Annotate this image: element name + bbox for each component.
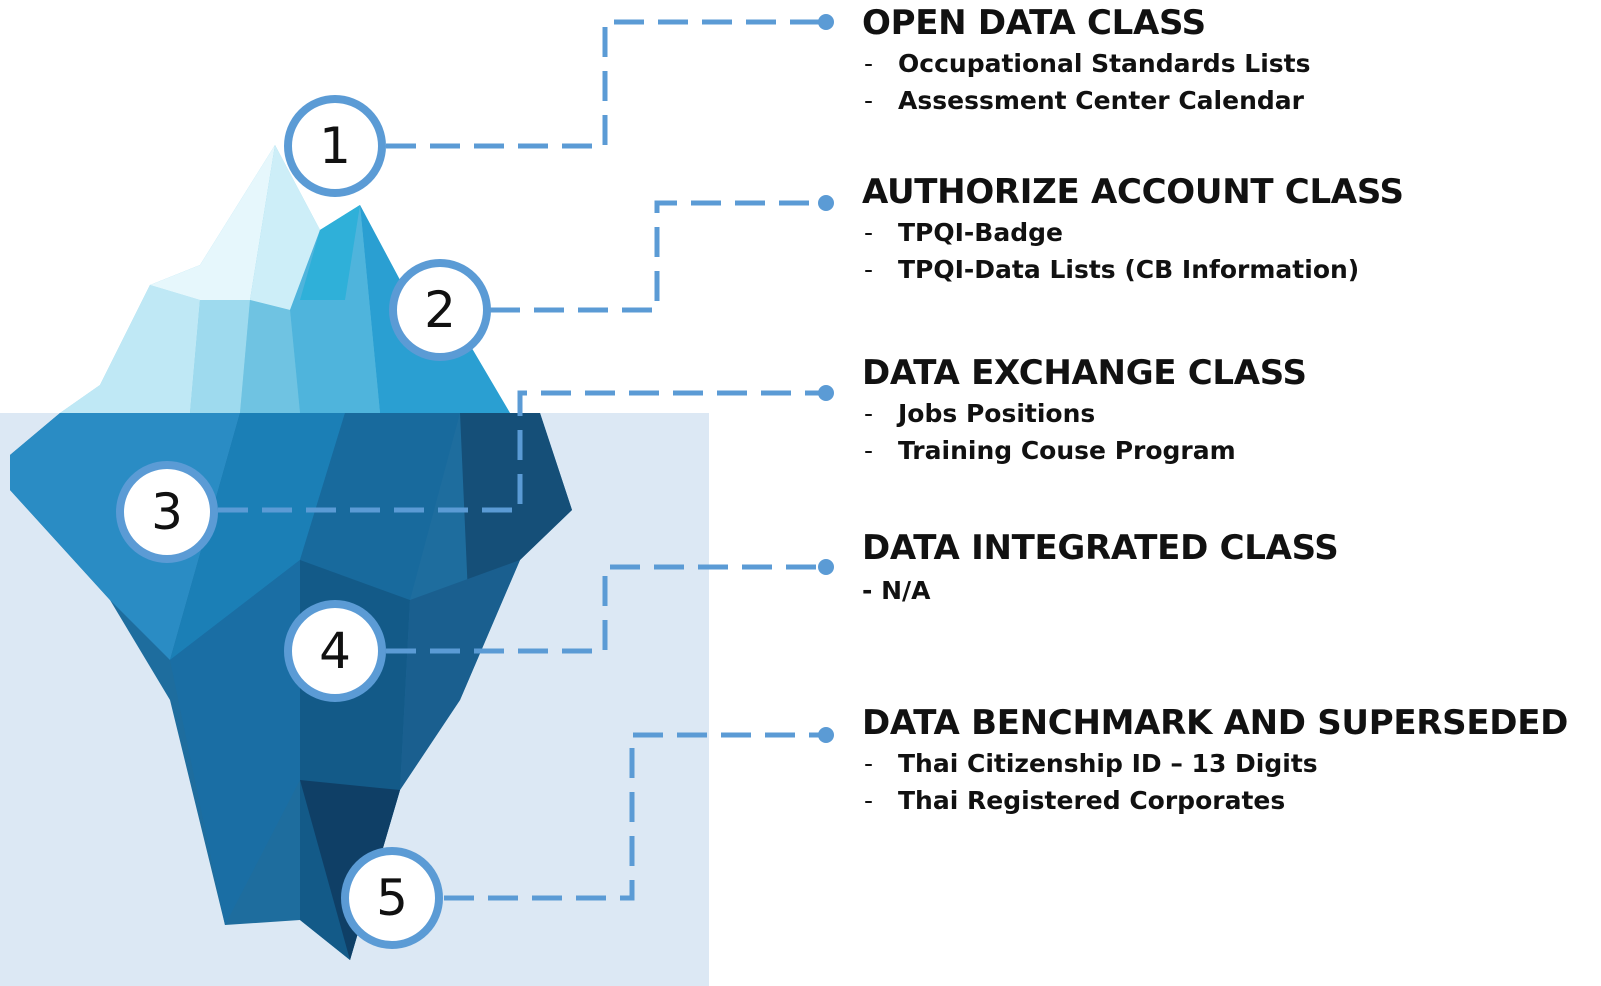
list-item: TPQI-Badge <box>862 214 1597 251</box>
connector-1 <box>386 19 826 149</box>
list-item: Thai Citizenship ID – 13 Digits <box>862 745 1597 782</box>
class-items-1: Occupational Standards Lists Assessment … <box>862 45 1597 119</box>
connector-endpoints <box>818 14 834 743</box>
connector-dot-1 <box>818 14 834 30</box>
list-item: Jobs Positions <box>862 395 1597 432</box>
list-item: Assessment Center Calendar <box>862 82 1597 119</box>
connector-dot-3 <box>818 385 834 401</box>
connector-dot-2 <box>818 195 834 211</box>
class-items-5: Thai Citizenship ID – 13 Digits Thai Reg… <box>862 745 1597 819</box>
class-items-3: Jobs Positions Training Couse Program <box>862 395 1597 469</box>
class-items-2: TPQI-Badge TPQI-Data Lists (CB Informati… <box>862 214 1597 288</box>
list-item: Occupational Standards Lists <box>862 45 1597 82</box>
class-block-3: DATA EXCHANGE CLASS Jobs Positions Train… <box>862 353 1597 469</box>
list-item: TPQI-Data Lists (CB Information) <box>862 251 1597 288</box>
class-block-1: OPEN DATA CLASS Occupational Standards L… <box>862 3 1597 119</box>
badge-3: 3 <box>116 461 218 563</box>
connector-4 <box>386 564 826 654</box>
class-title-5: DATA BENCHMARK AND SUPERSEDED <box>862 703 1569 743</box>
badge-4: 4 <box>284 600 386 702</box>
class-note-4: - N/A <box>862 576 931 605</box>
connector-dot-4 <box>818 559 834 575</box>
class-block-5: DATA BENCHMARK AND SUPERSEDED Thai Citiz… <box>862 703 1597 819</box>
connector-2 <box>490 200 826 313</box>
badge-5: 5 <box>341 847 443 949</box>
class-title-2: AUTHORIZE ACCOUNT CLASS <box>862 172 1404 212</box>
class-title-3: DATA EXCHANGE CLASS <box>862 353 1307 393</box>
connector-lines <box>218 19 826 901</box>
class-title-4: DATA INTEGRATED CLASS <box>862 528 1339 568</box>
connector-dot-5 <box>818 727 834 743</box>
list-item: Training Couse Program <box>862 432 1597 469</box>
connector-3 <box>218 390 826 513</box>
class-block-4: DATA INTEGRATED CLASS - N/A <box>862 528 1597 609</box>
badge-1: 1 <box>284 95 386 197</box>
class-block-2: AUTHORIZE ACCOUNT CLASS TPQI-Badge TPQI-… <box>862 172 1597 288</box>
badge-2: 2 <box>389 259 491 361</box>
connector-5 <box>444 732 826 901</box>
class-title-1: OPEN DATA CLASS <box>862 3 1206 43</box>
list-item: Thai Registered Corporates <box>862 782 1597 819</box>
